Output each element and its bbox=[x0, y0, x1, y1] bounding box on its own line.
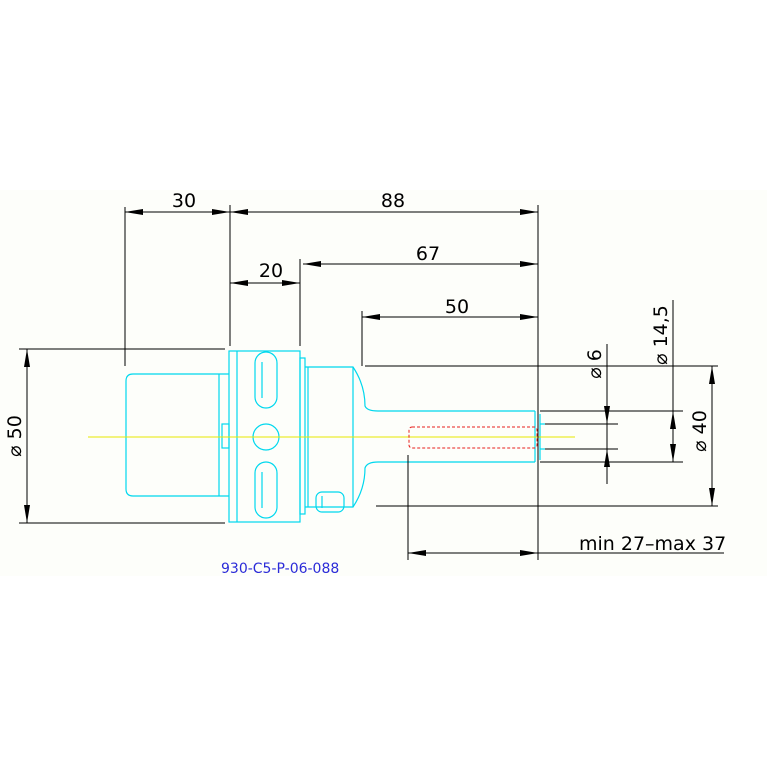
hidden-bore bbox=[408, 426, 538, 449]
dim-label-dia50: ⌀ 50 bbox=[4, 415, 26, 457]
dim-label-dia14-5: ⌀ 14,5 bbox=[650, 305, 672, 365]
part-number: 930-C5-P-06-088 bbox=[221, 561, 339, 577]
dim-label-depth: min 27–max 37 bbox=[579, 533, 726, 555]
drive-slot-top bbox=[254, 351, 278, 409]
retention-screw bbox=[315, 491, 345, 513]
dim-label-50: 50 bbox=[445, 296, 469, 318]
dim-label-88: 88 bbox=[381, 190, 405, 212]
taper-shank bbox=[125, 373, 229, 497]
dim-label-dia6: ⌀ 6 bbox=[584, 349, 606, 379]
drawing-panel bbox=[0, 190, 767, 576]
drive-slot-bottom bbox=[254, 461, 278, 519]
dim-label-30: 30 bbox=[172, 190, 196, 212]
dim-label-20: 20 bbox=[259, 260, 283, 282]
neck bbox=[305, 366, 535, 508]
dim-label-dia40: ⌀ 40 bbox=[689, 410, 711, 452]
dimension-lines bbox=[19, 205, 724, 560]
dim-label-67: 67 bbox=[416, 243, 440, 265]
